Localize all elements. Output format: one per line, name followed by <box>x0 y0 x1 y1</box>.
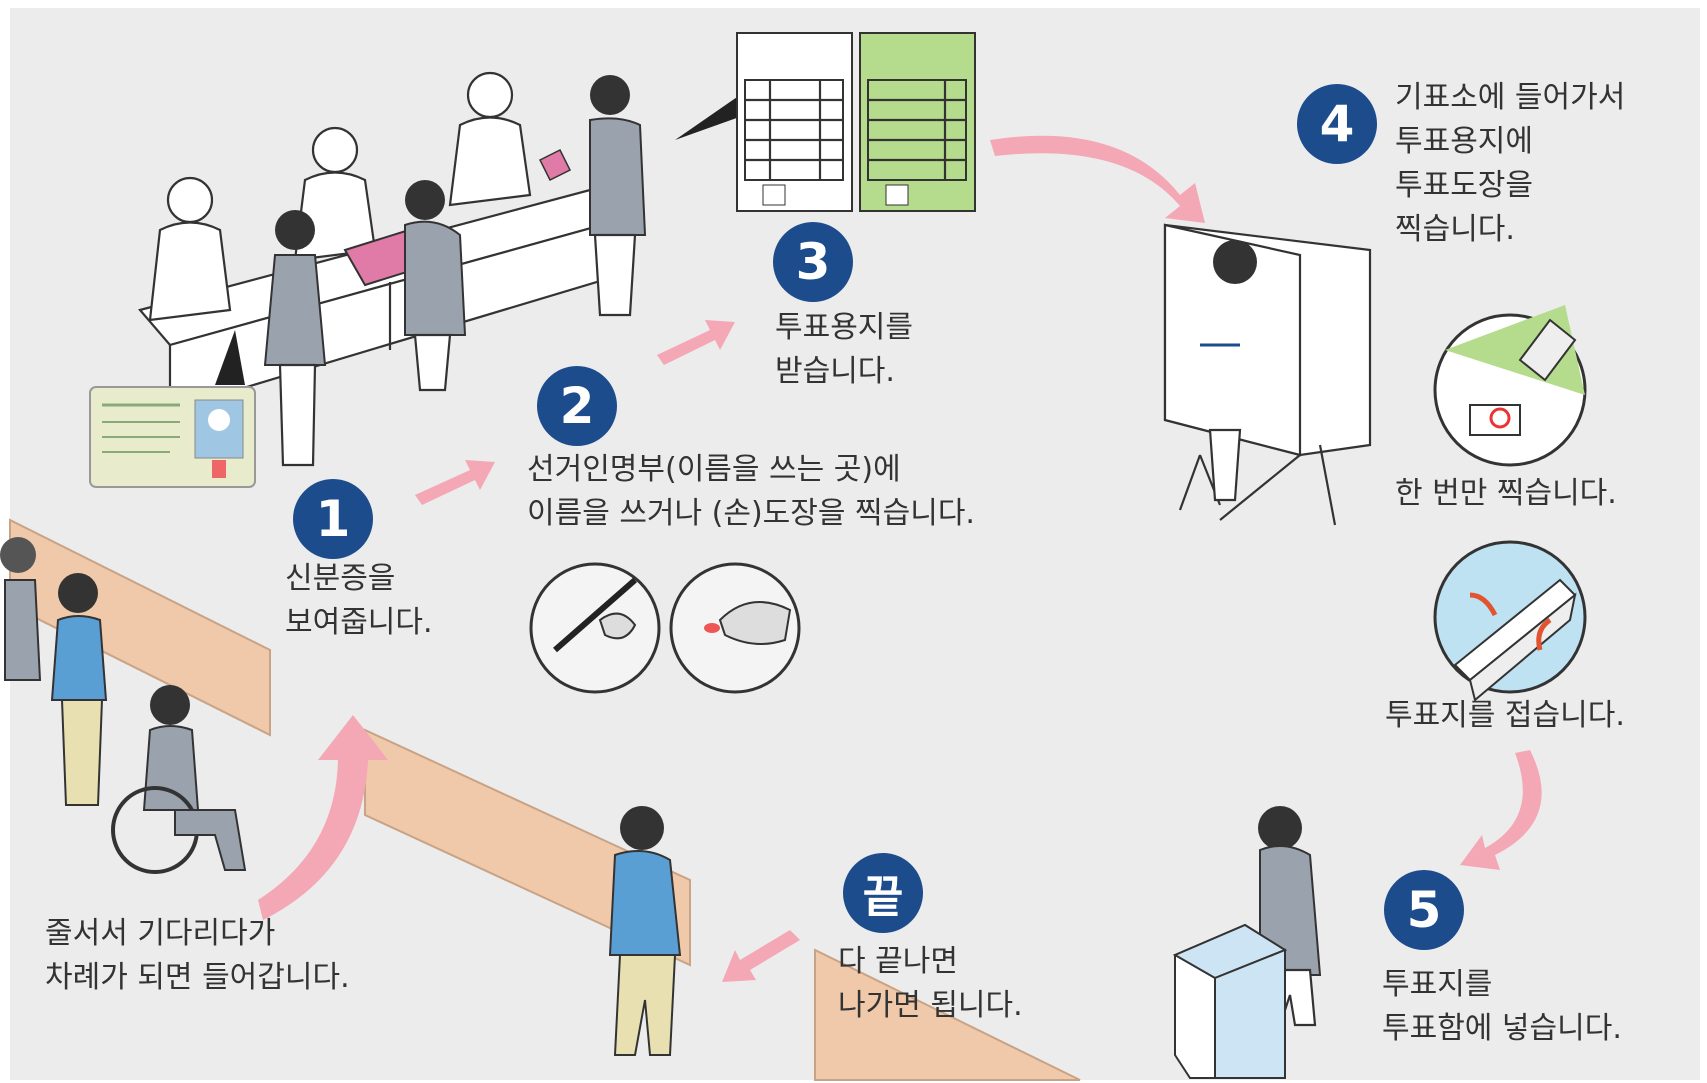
step-4-caption-line-2: 투표용지에 <box>1395 124 1533 159</box>
end-caption-line-2: 나가면 됩니다. <box>838 988 1023 1023</box>
arrow-step1-to-step2 <box>415 460 495 505</box>
fold-ballot-illustration <box>1433 540 1587 702</box>
signing-illustrations <box>529 562 801 694</box>
voting-booth-illustration <box>1163 223 1372 526</box>
step-3-badge: 3 <box>773 222 853 302</box>
queue-caption-line-2: 차례가 되면 들어갑니다. <box>45 960 350 995</box>
step-5-badge: 5 <box>1384 870 1464 950</box>
ballot-papers-illustration <box>675 32 976 212</box>
stamp-once-caption: 한 번만 찍습니다. <box>1395 472 1617 516</box>
step-4-badge: 4 <box>1297 84 1377 164</box>
fold-caption-text: 투표지를 접습니다. <box>1385 698 1625 733</box>
step-3-caption-line-2: 받습니다. <box>775 354 895 389</box>
step-1-caption-line-2: 보여줍니다. <box>285 605 433 640</box>
id-card-illustration <box>89 330 256 488</box>
ballot-box-illustration <box>1172 806 1322 1079</box>
step-5-caption: 투표지를 투표함에 넣습니다. <box>1382 963 1622 1051</box>
step-3-caption-line-1: 투표용지를 <box>775 310 913 345</box>
step-3-caption: 투표용지를 받습니다. <box>775 306 913 394</box>
arrow-step3-to-step4 <box>990 135 1205 223</box>
end-caption: 다 끝나면 나가면 됩니다. <box>838 940 1023 1028</box>
step-2-caption-line-1: 선거인명부(이름을 쓰는 곳)에 <box>527 452 901 487</box>
step-2-caption: 선거인명부(이름을 쓰는 곳)에 이름을 쓰거나 (손)도장을 찍습니다. <box>527 448 975 536</box>
step-1-caption: 신분증을 보여줍니다. <box>285 557 433 645</box>
step-2-caption-line-2: 이름을 쓰거나 (손)도장을 찍습니다. <box>527 496 975 531</box>
queue-people-illustration <box>0 537 247 874</box>
end-badge: 끝 <box>843 853 923 933</box>
arrow-queue-to-step1 <box>258 715 388 920</box>
stamp-once-illustration <box>1433 305 1587 467</box>
step-2-badge: 2 <box>537 366 617 446</box>
arrow-fold-to-step5 <box>1460 750 1542 870</box>
end-caption-line-1: 다 끝나면 <box>838 944 958 979</box>
queue-caption-line-1: 줄서서 기다리다가 <box>45 916 276 951</box>
registration-desk-illustration <box>138 71 647 467</box>
exiting-person-illustration <box>608 806 682 1056</box>
fold-caption: 투표지를 접습니다. <box>1385 694 1625 738</box>
queue-caption: 줄서서 기다리다가 차례가 되면 들어갑니다. <box>45 912 350 1000</box>
step-5-caption-line-1: 투표지를 <box>1382 967 1493 1002</box>
step-4-caption-line-3: 투표도장을 <box>1395 168 1533 203</box>
flow-arrows <box>258 135 1542 982</box>
stamp-once-caption-text: 한 번만 찍습니다. <box>1395 476 1617 511</box>
step-5-caption-line-2: 투표함에 넣습니다. <box>1382 1011 1622 1046</box>
arrow-end-to-exit <box>722 930 800 982</box>
partition-wall-left <box>9 518 271 737</box>
step-4-caption-line-1: 기표소에 들어가서 <box>1395 80 1626 115</box>
step-4-caption-line-4: 찍습니다. <box>1395 212 1515 247</box>
step-1-badge: 1 <box>293 479 373 559</box>
step-1-caption-line-1: 신분증을 <box>285 561 396 596</box>
partition-wall-bottom <box>814 948 1081 1081</box>
step-4-caption: 기표소에 들어가서 투표용지에 투표도장을 찍습니다. <box>1395 76 1625 252</box>
arrow-step2-to-step3 <box>657 320 735 365</box>
